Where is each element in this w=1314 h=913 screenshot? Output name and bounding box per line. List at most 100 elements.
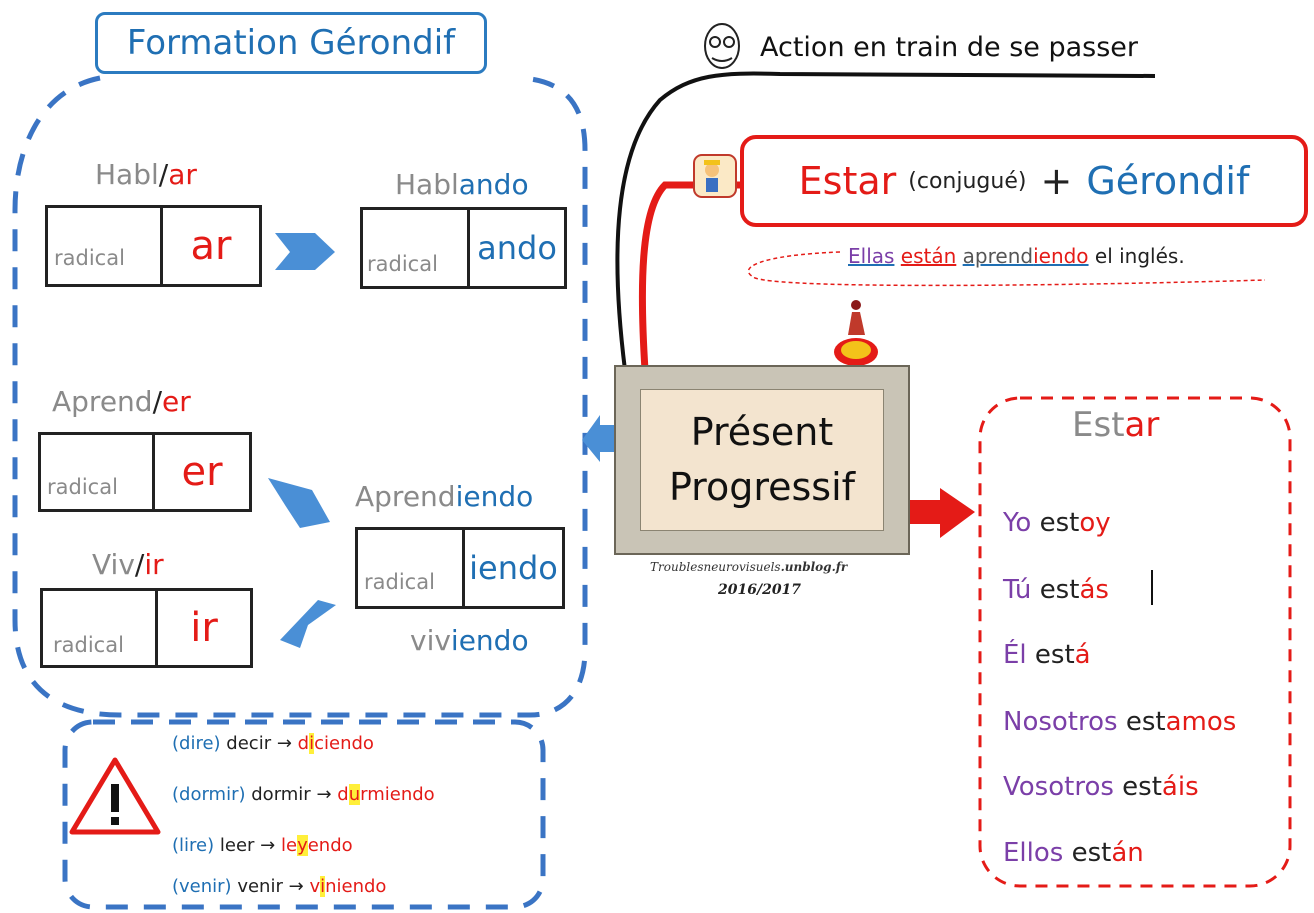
ir-radical-label: radical xyxy=(53,633,124,657)
er-radical-label: radical xyxy=(47,475,118,499)
estar-row: Ellos están xyxy=(1003,838,1144,868)
er-gerund: Aprendiendo xyxy=(355,480,533,513)
irregular-arrow: → xyxy=(316,784,332,805)
estar-dashed-frame xyxy=(978,396,1292,888)
ir-ending-piece: ir xyxy=(155,588,253,668)
er-ir-result-radical-label: radical xyxy=(364,570,435,594)
example-subject: Ellas xyxy=(848,244,895,268)
formula-estar: Estar xyxy=(798,159,897,203)
estar-pronoun: Ellos xyxy=(1003,838,1064,868)
irregular-item: (venir) venir → viniendo xyxy=(172,876,386,897)
arrow-ir-chevron xyxy=(280,600,336,648)
irregular-gerund-a: le xyxy=(281,835,298,856)
irregular-fr: (lire) xyxy=(172,835,215,856)
ar-result-radical-piece: radical xyxy=(360,207,470,289)
er-gerund-ending: iendo xyxy=(455,480,534,513)
arrow-ar-chevron xyxy=(275,233,335,270)
estar-stem: est xyxy=(1034,640,1075,670)
ar-gerund-ending: ando xyxy=(458,168,529,201)
irregular-inf: venir xyxy=(237,876,283,897)
irregular-fr: (dire) xyxy=(172,733,221,754)
estar-row: Nosotros estamos xyxy=(1003,707,1236,737)
ar-piece-ending: ar xyxy=(190,223,232,269)
estar-branch-line xyxy=(638,181,740,371)
ar-gerund-stem: Habl xyxy=(395,168,459,201)
ir-stem: Viv xyxy=(92,548,135,581)
irregular-gerund-hl: u xyxy=(348,784,361,805)
example-sentence: Ellas están aprendiendo el inglés. xyxy=(848,244,1185,268)
ir-infinitive: Viv/ir xyxy=(92,548,164,581)
action-branch-line xyxy=(615,71,1156,371)
ar-radical-label: radical xyxy=(54,246,125,270)
estar-stem: est xyxy=(1071,838,1112,868)
estar-title-stem: Est xyxy=(1072,405,1125,445)
estar-pronoun: Vosotros xyxy=(1003,772,1114,802)
ar-result-radical-label: radical xyxy=(367,252,438,276)
estar-pronoun: Yo xyxy=(1003,508,1032,538)
flamenco-dancer-icon xyxy=(834,300,878,366)
estar-title-ending: ar xyxy=(1124,405,1160,445)
present-progressif-block: Présent Progressif xyxy=(614,365,910,555)
example-gerund: aprendiendo xyxy=(963,244,1089,268)
credit-year: 2016/2017 xyxy=(718,582,802,598)
formula-plus: + xyxy=(1040,159,1073,203)
example-dashed-curve xyxy=(747,251,1266,287)
example-verb: están xyxy=(900,244,957,268)
ar-result-ending-piece: ando xyxy=(467,207,567,289)
irregular-fr: (venir) xyxy=(172,876,232,897)
irregular-dashed-frame xyxy=(62,719,546,910)
estar-ending: amos xyxy=(1165,707,1237,737)
irregular-gerund-b: ciendo xyxy=(314,733,374,754)
arrow-right-red xyxy=(910,488,975,538)
irregular-inf: decir xyxy=(226,733,272,754)
estar-stem: est xyxy=(1125,707,1166,737)
er-stem: Aprend xyxy=(52,385,153,418)
example-gerund-ending: iendo xyxy=(1033,244,1089,268)
credit-site: Troublesneurovisuels.unblog.fr xyxy=(650,560,847,574)
irregular-gerund: diciendo xyxy=(298,733,374,754)
formula-conjugue: (conjugué) xyxy=(908,168,1027,194)
credit-site-name: Troublesneurovisuels xyxy=(650,560,781,574)
example-gerund-stem: aprend xyxy=(962,244,1034,268)
irregular-gerund-hl: i xyxy=(309,733,315,754)
ir-gerund-ending: iendo xyxy=(450,624,529,657)
irregular-gerund-hl: y xyxy=(297,835,308,856)
arrow-left-blue xyxy=(582,415,614,462)
irregular-inf: dormir xyxy=(251,784,311,805)
irregular-arrow: → xyxy=(276,733,292,754)
credit-blog: .unblog.fr xyxy=(780,560,848,574)
er-gerund-stem: Aprend xyxy=(355,480,456,513)
ar-slash: / xyxy=(158,158,169,191)
arrow-er-chevron xyxy=(268,478,330,528)
estar-ending: ás xyxy=(1079,575,1109,605)
estar-stem: est xyxy=(1039,508,1080,538)
builder-icon xyxy=(693,154,737,198)
ar-stem: Habl xyxy=(95,158,159,191)
warning-triangle-icon xyxy=(69,757,161,835)
formation-dashed-frame xyxy=(12,75,588,718)
ar-ending-piece: ar xyxy=(160,205,262,287)
irregular-item: (dormir) dormir → durmiendo xyxy=(172,784,435,805)
estar-pronoun: Él xyxy=(1003,640,1027,670)
irregular-gerund-hl: i xyxy=(320,876,326,897)
estar-ending: á xyxy=(1074,640,1091,670)
estar-title: Estar xyxy=(1072,405,1159,445)
estar-pronoun: Tú xyxy=(1003,575,1032,605)
estar-ending: áis xyxy=(1161,772,1199,802)
er-infinitive: Aprend/er xyxy=(52,385,191,418)
er-slash: / xyxy=(152,385,163,418)
irregular-gerund-a: v xyxy=(309,876,321,897)
ar-piece-result: ando xyxy=(477,229,557,267)
estar-row: Tú estás xyxy=(1003,575,1109,605)
er-ir-result-radical-piece: radical xyxy=(355,527,465,609)
ir-gerund-stem: viv xyxy=(410,624,451,657)
irregular-gerund-b: endo xyxy=(307,835,353,856)
irregular-fr: (dormir) xyxy=(172,784,246,805)
irregular-arrow: → xyxy=(260,835,276,856)
irregular-inf: leer xyxy=(219,835,255,856)
er-ending-piece: er xyxy=(152,432,252,512)
formula-box: Estar (conjugué) + Gérondif xyxy=(740,135,1308,227)
irregular-gerund: durmiendo xyxy=(337,784,435,805)
ir-radical-piece: radical xyxy=(40,588,158,668)
irregular-item: (dire) decir → diciendo xyxy=(172,733,374,754)
